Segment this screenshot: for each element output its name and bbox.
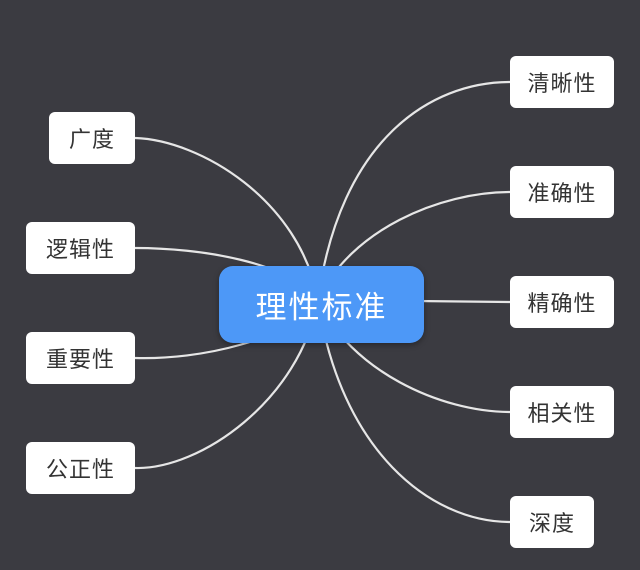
connector-qingxixing xyxy=(316,80,512,302)
branch-node-luojixing[interactable]: 逻辑性 xyxy=(26,222,135,274)
branch-label: 广度 xyxy=(68,128,115,153)
central-topic-label: 理性标准 xyxy=(255,290,388,326)
central-topic-node[interactable]: 理性标准 xyxy=(219,266,424,343)
branch-node-zhunquexing[interactable]: 准确性 xyxy=(510,166,614,218)
branch-label: 清晰性 xyxy=(527,72,597,97)
branch-label: 精确性 xyxy=(527,292,597,317)
branch-node-qingxixing[interactable]: 清晰性 xyxy=(510,56,614,108)
branch-label: 公正性 xyxy=(45,458,115,483)
branch-label: 准确性 xyxy=(527,182,597,207)
branch-label: 深度 xyxy=(528,512,575,537)
branch-node-guangdu[interactable]: 广度 xyxy=(49,112,135,164)
branch-label: 重要性 xyxy=(45,348,115,373)
branch-node-xiangguanxing[interactable]: 相关性 xyxy=(510,386,614,438)
branch-node-zhongyaoxing[interactable]: 重要性 xyxy=(26,332,135,384)
connector-shendu xyxy=(316,298,512,524)
branch-node-gongzhengxing[interactable]: 公正性 xyxy=(26,442,135,494)
branch-label: 相关性 xyxy=(527,402,597,427)
branch-label: 逻辑性 xyxy=(45,238,115,263)
branch-node-shendu[interactable]: 深度 xyxy=(510,496,594,548)
branch-node-jingquexing[interactable]: 精确性 xyxy=(510,276,614,328)
connector-guangdu xyxy=(133,136,320,302)
